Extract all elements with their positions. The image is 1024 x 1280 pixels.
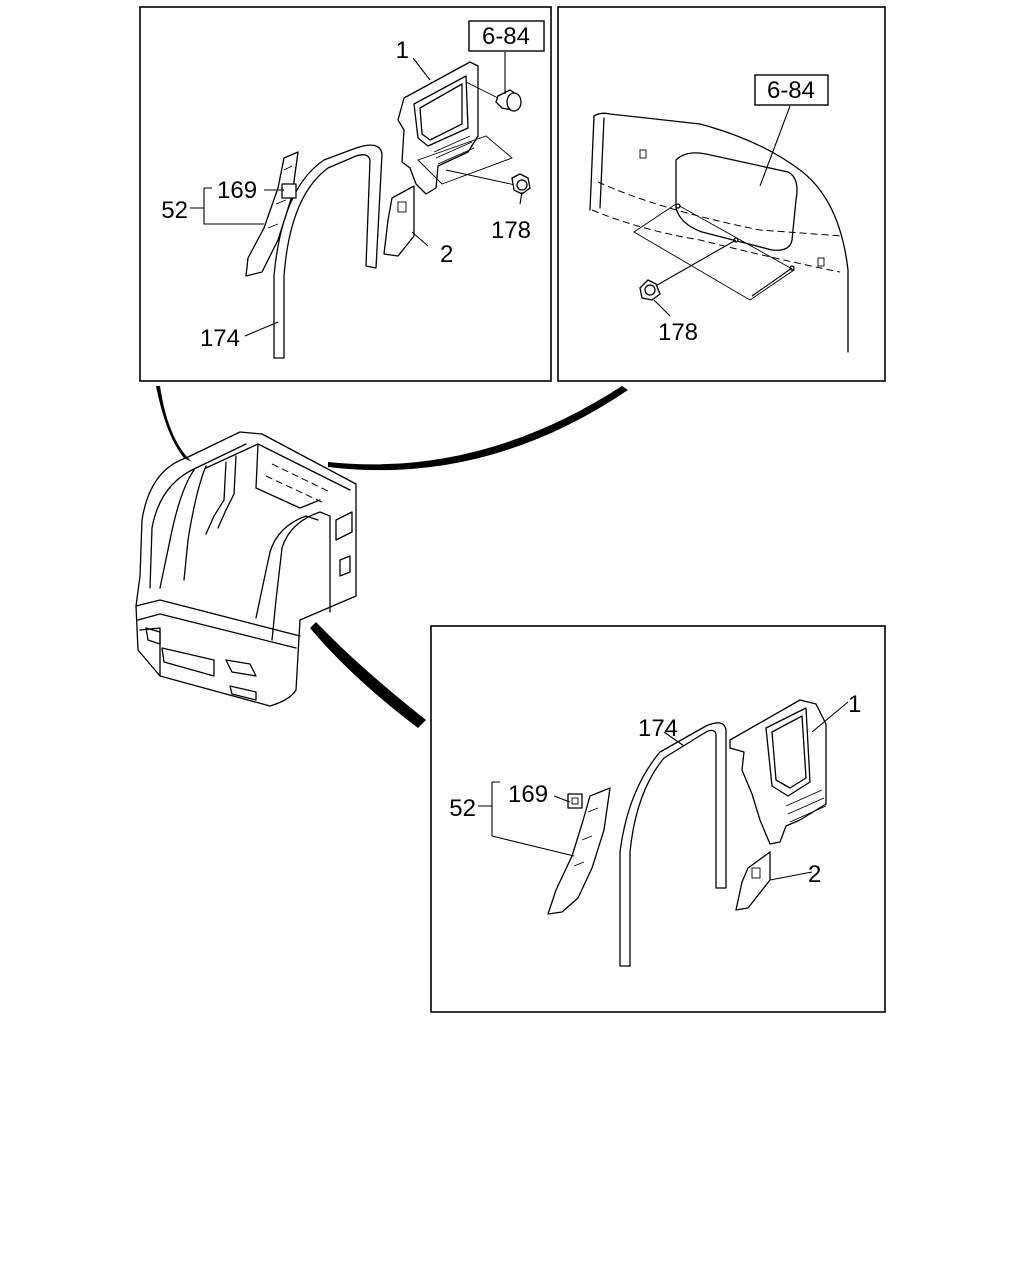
bolt-part-178-icon (511, 173, 531, 195)
callout-part-1: 1 (396, 37, 409, 64)
arc-to-top-left-panel (156, 386, 192, 462)
callout-part-2: 2 (440, 241, 453, 268)
weatherstrip-part-174 (619, 722, 727, 967)
callout-part-178: 178 (658, 319, 698, 346)
callout-part-174: 174 (638, 715, 678, 742)
pillar-trim-part-2 (735, 851, 771, 911)
clip-part-169-icon (567, 793, 583, 809)
callout-part-169: 169 (508, 781, 548, 808)
pillar-trim-part-2 (383, 185, 415, 257)
trim-panel-part-1 (729, 699, 827, 845)
rear-trim-panel (589, 112, 849, 353)
callout-part-52: 52 (449, 795, 476, 822)
callout-part-52: 52 (161, 197, 188, 224)
cab-overview (135, 431, 357, 707)
callout-part-178: 178 (491, 217, 531, 244)
bolt-part-178-icon (639, 279, 661, 301)
callout-part-1: 1 (848, 691, 861, 718)
a-pillar-trim-part-52 (245, 151, 299, 277)
ref-box-label: 6-84 (482, 23, 530, 50)
callout-part-169: 169 (217, 177, 257, 204)
leaders-bottom (478, 701, 849, 881)
mounting-plane-top-left (417, 135, 513, 185)
arc-to-bottom-panel (310, 622, 426, 728)
callout-part-2: 2 (808, 861, 821, 888)
trim-panel-part-1 (397, 61, 479, 195)
panel-top-right-frame (557, 6, 886, 382)
panel-bottom: 1 2 52 169 174 (430, 625, 886, 1013)
clip-fastener-icon (495, 89, 522, 112)
a-pillar-trim-part-52 (547, 787, 611, 915)
pointer-arcs (156, 386, 628, 728)
arc-to-top-right-panel (328, 386, 628, 471)
mounting-plane-top-right (633, 203, 795, 301)
panel-top-left: 6-84 (139, 6, 552, 382)
clip-part-169-icon (281, 183, 297, 199)
callout-part-174: 174 (200, 325, 240, 352)
panel-bottom-frame (430, 625, 886, 1013)
panel-top-left-frame (139, 6, 552, 382)
leaders-top-left (190, 52, 523, 337)
ref-box-top-left[interactable]: 6-84 (468, 20, 545, 52)
ref-box-label: 6-84 (767, 77, 815, 104)
ref-box-top-right[interactable]: 6-84 (754, 74, 829, 106)
panel-top-right: 6-84 178 (557, 6, 886, 382)
